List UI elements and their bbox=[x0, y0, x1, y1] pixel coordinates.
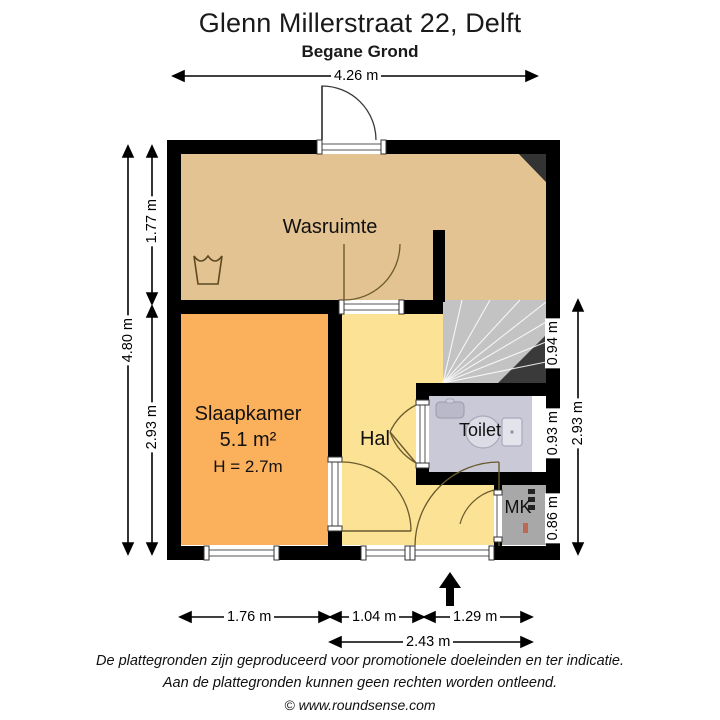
room-fill-wasruimte-main bbox=[181, 154, 546, 300]
door-swing-slaapkamer bbox=[341, 461, 412, 532]
dimension-left-1-77: 1.77 m bbox=[144, 196, 160, 247]
room-label-wasruimte: Wasruimte bbox=[282, 216, 378, 238]
room-label-slaapkamer: Slaapkamer bbox=[194, 403, 302, 425]
dimension-bottom-1-76: 1.76 m bbox=[224, 609, 275, 625]
laundry-tub-icon bbox=[193, 254, 223, 285]
wc-icon bbox=[465, 415, 523, 449]
interior-wall-stub bbox=[433, 230, 445, 302]
room-fill-meterkast bbox=[500, 485, 546, 545]
dimension-right-0-93: 0.93 m bbox=[545, 408, 561, 459]
sink-icon bbox=[435, 398, 465, 419]
outer-wall-chamfer bbox=[519, 154, 546, 182]
door-swing-wasruimte bbox=[343, 243, 401, 301]
dimension-right-2-93: 2.93 m bbox=[570, 398, 586, 449]
page-subtitle: Begane Grond bbox=[301, 42, 419, 61]
door-swing-front bbox=[414, 461, 500, 547]
door-swing-meterkast bbox=[459, 489, 495, 525]
dimension-bottom-2-43: 2.43 m bbox=[403, 634, 454, 650]
door-leaf-toilet bbox=[389, 431, 417, 464]
room-fill-slaapkamer bbox=[181, 314, 328, 545]
disclaimer-line-1: De plattegronden zijn geproduceerd voor … bbox=[96, 653, 624, 669]
room-label-hal: Hal bbox=[359, 428, 390, 450]
dimension-bottom-1-04: 1.04 m bbox=[349, 609, 400, 625]
dimension-left-4-80: 4.80 m bbox=[120, 315, 136, 366]
door-swing-toilet2 bbox=[389, 431, 417, 464]
copyright-line: © www.roundsense.com bbox=[284, 697, 436, 713]
room-label-meterkast: MK bbox=[504, 497, 532, 517]
room-height-slaapkamer: H = 2.7m bbox=[213, 457, 283, 476]
dimension-lines bbox=[121, 69, 585, 649]
entrance-arrow-icon bbox=[439, 572, 461, 606]
window-top-door bbox=[316, 139, 387, 155]
stair-tread-lines bbox=[442, 299, 547, 384]
door-opening-toilet bbox=[415, 399, 430, 469]
dimension-top-4-26: 4.26 m bbox=[331, 68, 382, 84]
dimension-left-2-93: 2.93 m bbox=[144, 402, 160, 453]
dimension-right-0-86: 0.86 m bbox=[545, 493, 561, 544]
door-opening-slaapkamer bbox=[327, 456, 343, 532]
dimension-right-0-94: 0.94 m bbox=[545, 318, 561, 369]
door-opening-wasruimte bbox=[338, 299, 405, 315]
toilet-wall-top bbox=[416, 383, 546, 396]
disclaimer-line-2: Aan de plattegronden kunnen geen rechten… bbox=[162, 675, 558, 691]
room-label-toilet: Toilet bbox=[458, 420, 502, 440]
door-swing-toilet bbox=[389, 404, 417, 433]
meter-cabinet-fixtures bbox=[523, 489, 535, 533]
window-slaapkamer bbox=[203, 545, 280, 561]
room-area-slaapkamer: 5.1 m² bbox=[219, 429, 277, 451]
window-hal bbox=[360, 545, 411, 561]
door-opening-meterkast bbox=[493, 489, 503, 543]
page-title: Glenn Millerstraat 22, Delft bbox=[198, 8, 522, 38]
front-door-opening bbox=[409, 545, 495, 561]
toilet-wall-bottom bbox=[416, 472, 546, 485]
dimension-bottom-1-29: 1.29 m bbox=[450, 609, 501, 625]
door-swing-top bbox=[321, 85, 377, 141]
